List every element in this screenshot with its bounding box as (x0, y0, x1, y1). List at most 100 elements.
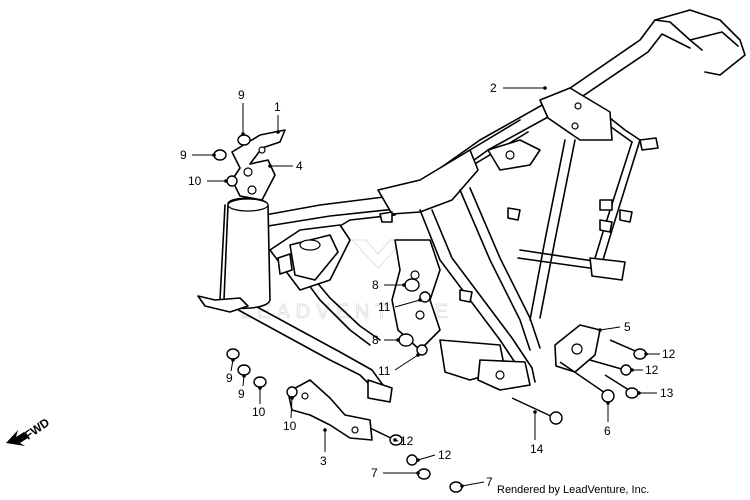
callout-6: 6 (604, 401, 611, 438)
nuts (213, 134, 463, 493)
callout-label: 12 (645, 363, 659, 377)
callout-leader-dot (637, 391, 641, 395)
callout-label: 12 (662, 347, 676, 361)
washer-11a (419, 291, 431, 303)
callout-label: 7 (371, 466, 378, 480)
lower-bracket (287, 379, 373, 441)
nut-8a (404, 278, 420, 292)
callout-label: 1 (274, 100, 281, 114)
callout-leader (290, 397, 293, 419)
callout-leader (394, 299, 421, 308)
callout-leader (461, 481, 485, 487)
nut-12d (406, 454, 418, 466)
callout-leader-dot (231, 358, 235, 362)
callout-leader-dot (393, 438, 397, 442)
callout-leader-dot (241, 132, 245, 136)
washer-11b (416, 344, 428, 356)
callout-label: 8 (372, 278, 379, 292)
callout-leader-dot (416, 353, 420, 357)
callout-leader-dot (258, 386, 262, 390)
nut-9c (226, 348, 240, 360)
fwd-arrow: FWD (6, 415, 52, 446)
callout-9b: 9 (180, 148, 216, 162)
nut-7a (417, 468, 431, 480)
callout-label: 2 (490, 81, 497, 95)
callout-label: 9 (238, 387, 245, 401)
nut-10-top (226, 175, 238, 187)
callout-leader-dot (460, 484, 464, 488)
callout-leader-dot (418, 298, 422, 302)
callout-label: 9 (238, 88, 245, 102)
callout-leader-dot (630, 368, 634, 372)
nut-10c (286, 386, 298, 398)
callout-12c: 12 (393, 434, 414, 448)
callout-10b: 10 (252, 386, 266, 419)
callout-14: 14 (530, 410, 544, 456)
callout-label: 11 (378, 364, 391, 378)
callout-8b: 8 (372, 333, 400, 347)
callout-leader-dot (224, 179, 228, 183)
callout-leader-dot (416, 458, 420, 462)
callout-leader-dot (323, 428, 327, 432)
callout-label: 9 (226, 371, 233, 385)
callout-3: 3 (320, 428, 327, 468)
callout-label: 3 (320, 454, 327, 468)
callout-9c: 9 (226, 358, 235, 385)
callout-leader-dot (543, 86, 547, 90)
nut-9-top (237, 134, 251, 146)
rear-mount-plate (554, 324, 601, 373)
callout-label: 7 (486, 475, 493, 489)
callout-leader-dot (606, 401, 610, 405)
callout-label: 10 (188, 174, 202, 188)
callout-leader-dot (644, 352, 648, 356)
callout-leader-dot (402, 283, 406, 287)
callout-12b: 12 (630, 363, 659, 377)
callout-11b: 11 (378, 353, 420, 378)
callout-label: 9 (180, 148, 187, 162)
bolt-14 (511, 397, 556, 419)
nut-7b (449, 481, 463, 493)
bolt-12b (589, 359, 626, 371)
callout-label: 6 (604, 424, 611, 438)
callout-leader-dot (290, 396, 294, 400)
callout-label: 13 (660, 386, 674, 400)
callout-leader-dot (268, 164, 272, 168)
callout-5: 5 (598, 320, 631, 334)
callout-12a: 12 (644, 347, 676, 361)
callout-1: 1 (274, 100, 281, 134)
callout-leader-dot (396, 338, 400, 342)
callout-label: 8 (372, 333, 379, 347)
callout-10a: 10 (188, 174, 228, 188)
callout-8a: 8 (372, 278, 406, 292)
callout-13: 13 (637, 386, 674, 400)
callout-9a: 9 (238, 88, 245, 136)
callout-9d: 9 (238, 374, 246, 401)
callout-leader-dot (598, 328, 602, 332)
nut-9-left (213, 149, 227, 161)
callout-leader-dot (416, 471, 420, 475)
nut-10b (253, 376, 267, 388)
callout-leader (394, 354, 419, 371)
callout-10c: 10 (283, 396, 297, 433)
callout-label: 10 (283, 419, 297, 433)
callout-label: 11 (378, 300, 391, 314)
callout-leader (599, 326, 621, 331)
callout-2: 2 (490, 81, 547, 95)
callout-leader-dot (533, 410, 537, 414)
credit-line: Rendered by LeadVenture, Inc. (497, 484, 650, 496)
callout-12d: 12 (416, 448, 452, 462)
callout-label: 4 (296, 159, 303, 173)
bolt-6 (559, 361, 609, 396)
callout-leader-dot (212, 153, 216, 157)
callout-7a: 7 (371, 466, 420, 480)
callout-11a: 11 (378, 298, 422, 314)
callout-label: 14 (530, 442, 544, 456)
nut-8b (398, 333, 414, 347)
callout-leader-dot (276, 130, 280, 134)
callout-leader (417, 454, 436, 461)
callout-label: 12 (400, 434, 414, 448)
nut-9d (237, 364, 251, 376)
callout-leader (230, 359, 234, 372)
